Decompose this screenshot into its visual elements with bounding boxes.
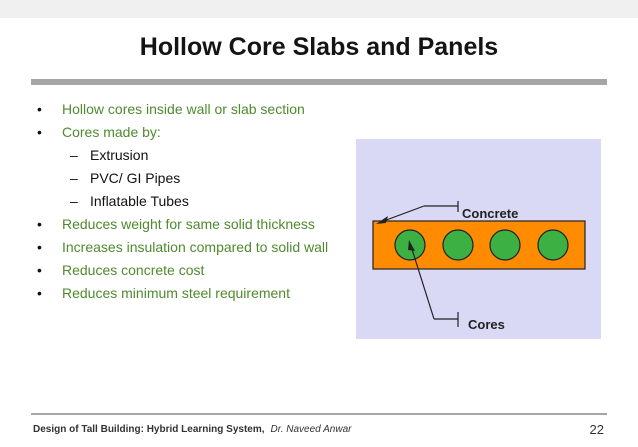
bullet-list: • Hollow cores inside wall or slab sectio… <box>34 98 354 305</box>
footer-author: Dr. Naveed Anwar <box>270 424 352 435</box>
bullet-text: Reduces concrete cost <box>62 262 205 278</box>
footer: Design of Tall Building: Hybrid Learning… <box>33 424 351 435</box>
bullet-text: Reduces weight for same solid thickness <box>62 216 315 232</box>
bullet-marker: • <box>37 285 42 301</box>
cores-label: Cores <box>468 317 505 332</box>
bullet-item: • Hollow cores inside wall or slab sectio… <box>34 98 354 121</box>
dash-marker: – <box>70 170 78 186</box>
bullet-marker: • <box>37 239 42 255</box>
bullet-item: • Reduces weight for same solid thickness <box>34 213 354 236</box>
bullet-marker: • <box>37 262 42 278</box>
footer-divider <box>31 413 607 415</box>
hollow-core-figure: Concrete Cores <box>356 139 601 339</box>
title-divider <box>31 79 607 85</box>
dash-marker: – <box>70 193 78 209</box>
hollow-core-diagram: Concrete Cores <box>356 139 601 339</box>
bullet-marker: • <box>37 216 42 232</box>
bullet-item: • Increases insulation compared to solid … <box>34 236 354 259</box>
dash-marker: – <box>70 147 78 163</box>
concrete-arrow-head <box>376 216 388 224</box>
sub-bullet-item: –Extrusion <box>34 144 354 167</box>
bullet-marker: • <box>37 124 42 140</box>
bullet-text: Hollow cores inside wall or slab section <box>62 101 305 117</box>
bullet-text: Cores made by: <box>62 124 161 140</box>
bullet-text: Reduces minimum steel requirement <box>62 285 290 301</box>
cores-arrow-head <box>408 240 415 251</box>
hollow-core <box>489 229 521 261</box>
concrete-label: Concrete <box>462 206 518 221</box>
sub-bullet-item: –Inflatable Tubes <box>34 190 354 213</box>
bullet-marker: • <box>37 101 42 117</box>
bullet-item: • Reduces concrete cost <box>34 259 354 282</box>
page-number: 22 <box>589 422 604 437</box>
bullet-text: PVC/ GI Pipes <box>90 170 181 186</box>
concrete-leader-line <box>380 205 425 223</box>
cores-leader-line <box>410 245 435 320</box>
bullet-text: Extrusion <box>90 147 149 163</box>
hollow-core <box>442 229 474 261</box>
slide-title: Hollow Core Slabs and Panels <box>139 33 499 61</box>
footer-course-title: Design of Tall Building: Hybrid Learning… <box>33 424 265 435</box>
sub-bullet-item: –PVC/ GI Pipes <box>34 167 354 190</box>
bullet-text: Inflatable Tubes <box>90 193 189 209</box>
bullet-item: • Cores made by: <box>34 121 354 144</box>
bullet-text: Increases insulation compared to solid w… <box>62 239 329 255</box>
hollow-core <box>537 229 569 261</box>
bullet-item: • Reduces minimum steel requirement <box>34 282 354 305</box>
top-band <box>0 0 638 18</box>
